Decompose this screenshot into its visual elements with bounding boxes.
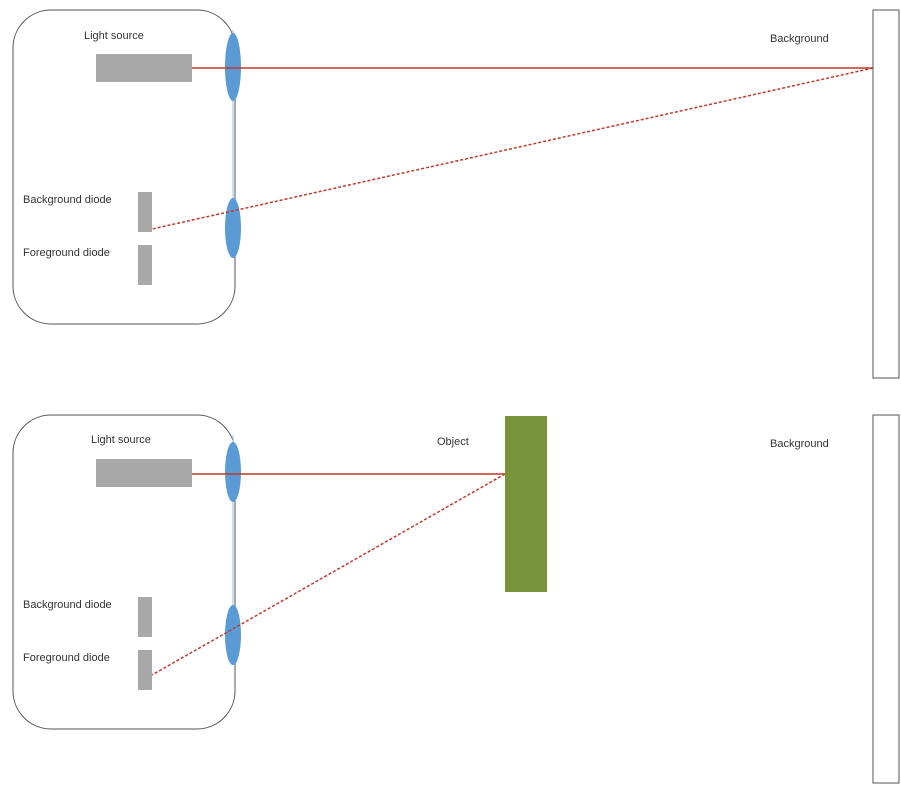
- background-surface: [872, 9, 900, 379]
- top-scene: Light source Background Background diode…: [0, 0, 901, 390]
- background-diode-label: Background diode: [23, 599, 112, 611]
- background-diode: [138, 192, 152, 232]
- background-surface: [872, 414, 900, 784]
- light-source: [96, 54, 192, 82]
- emitter-lens: [225, 33, 241, 101]
- foreground-diode: [138, 245, 152, 285]
- foreground-diode-label: Foreground diode: [23, 247, 110, 259]
- light-source-label: Light source: [84, 30, 144, 42]
- bottom-scene: Light source Object Background Backgroun…: [0, 405, 901, 785]
- receiver-lens: [225, 605, 241, 665]
- reflected-beam: [151, 67, 874, 230]
- receiver-lens: [225, 198, 241, 258]
- background-label: Background: [770, 438, 829, 450]
- bottom-scene-drawing: [12, 414, 900, 784]
- light-source-label: Light source: [91, 434, 151, 446]
- object-label: Object: [437, 436, 469, 448]
- foreground-diode: [138, 650, 152, 690]
- sensor-housing: [12, 9, 236, 325]
- background-label: Background: [770, 33, 829, 45]
- top-scene-drawing: [12, 9, 900, 379]
- emitter-lens: [225, 442, 241, 502]
- sensor-housing: [12, 414, 236, 730]
- reflected-beam: [151, 473, 506, 676]
- background-diode: [138, 597, 152, 637]
- foreground-diode-label: Foreground diode: [23, 652, 110, 664]
- background-diode-label: Background diode: [23, 194, 112, 206]
- object: [505, 416, 547, 592]
- light-source: [96, 459, 192, 487]
